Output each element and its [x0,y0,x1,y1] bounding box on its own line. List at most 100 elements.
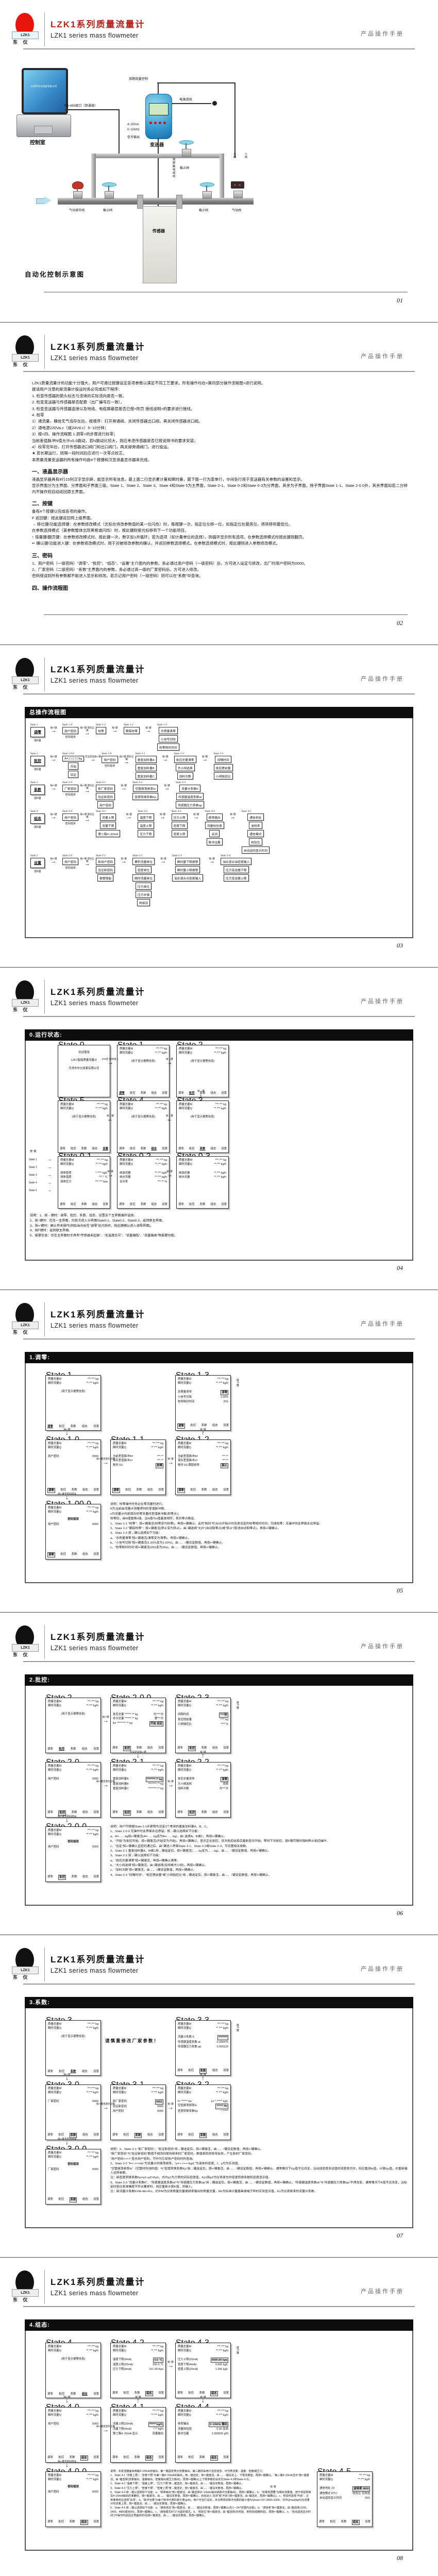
param-value: *.***** [221,2109,228,2113]
password-error-label: 密码错误 [65,793,76,796]
menu-item-设置: 设置 [158,1746,164,1750]
lcd-top-row: 质量总量M***.*** kg [177,1377,229,1381]
lcd-top-value: ***.*** kg [87,1506,98,1510]
param-value: ρ= *.***** kg/L [211,2099,228,2103]
lcd-param-row: 第二路4~20mA 显示流量输出 [112,2432,164,2436]
flow-box: 厂家密码 [62,785,79,792]
menu-item-批控: 批控 [123,2391,129,2395]
param-value: ***.** [157,1459,163,1463]
lcd-top-label: 瞬时流量Q [178,2027,191,2030]
fkey-label: 按F键 [34,826,41,829]
notes-block: 说明：用户可根据State 2-1步骤预先设定3个常用的重复加料量A、B、C。1… [110,1825,409,1878]
lcd-top-label: 质量总量M [48,1829,62,1832]
main-pipe [58,198,254,205]
lcd-param-row: 流量上限(20mA)****** kg/h [112,2421,164,2428]
arrow-icon: → [167,2362,174,2369]
arrow-label: 按↵键且密码正确 [96,2425,115,2428]
section-title: 三、密码 [32,553,53,559]
flow-arrow: 按↑键→ [159,2361,182,2369]
menu-item-设置: 设置 [221,1147,227,1150]
lcd-top-value: ***.*** kg [156,1103,167,1106]
lcd-menu: 调零批控系数组态设置 [119,1147,167,1151]
param-value: 波特率 9600 [352,2486,370,2492]
arrow-right-icon: → [121,858,127,865]
logo-subtext: 东 仪 [13,2297,30,2302]
flow-arrow: 按↵键且密码错误↓ [56,1493,78,1500]
logo-subtext: 东 仪 [13,362,30,367]
menu-item-组态: 组态 [82,2133,88,2137]
param-value: ********.** kg [145,1776,163,1783]
arrow-label: 按↑键 [200,2073,206,2076]
menu-item-调零: 调零 [47,2070,53,2073]
lcd-top-value: **.*** kg/h [86,2478,98,2482]
lcd-top-label: 瞬时流量Q [48,2156,61,2159]
section-body-line: 密码错误则所有参数都不能进入显示和修改。若忘记用户密码（一级密码）则可以在“系数… [32,573,203,579]
lcd-param-row: 间隔时间****秒 [177,1712,229,1718]
menu-item-组态: 组态 [147,2133,153,2137]
param-label: 压力下限(4mA) [113,2367,132,2371]
arrow-icon: → [103,1717,109,1724]
flow-box: 两相流 [137,899,150,906]
param-label: 液体密度 [60,1171,72,1175]
arrow-label: 按↵键 [50,755,57,758]
notes-block: 说明：1、按→键时：调零、批控、系数、组态、设置五个主界面循环选择。2、按↑键时… [30,1214,408,1239]
note-line: “用户密码××××”显示用户密码，可作为忘却用户密码时的查询。 [110,2157,195,2161]
arrow-icon: → [103,2426,109,2434]
section-bar: 3.系数: [25,1997,413,2008]
arrow-icon: → [167,1459,174,1466]
param-label: 温度上限(20mA) [113,2363,133,2367]
lcd-top-label: 质量总量M [113,1765,127,1768]
lcd-top-value: **.*** kg/h [155,1163,167,1166]
signal-out-label: 信号输出 [127,136,140,139]
param-label: 用户密码 [48,1845,59,1849]
lcd-top-label: 质量总量M [179,1159,193,1162]
connector-line [157,82,234,83]
lcd-top-row: 质量总量M***.*** kg [178,1158,227,1162]
lcd-top-label: 质量总量M [113,2345,127,2348]
lcd-top-label: 质量总量M [178,2410,192,2413]
lcd-param-row: 保存差值脉冲n=***.** [112,1459,164,1463]
menu-item-设置: 设置 [162,1091,167,1095]
flow-box: 压力变送器上限 [223,874,249,882]
flow-arrow: 按↵键且密码错误↓ [56,1815,78,1823]
menu-item-调零: 调零 [177,1423,185,1429]
param-value: 1.200 kg/L [215,2367,228,2371]
lcd-top-row: 瞬时流量Q**.*** kg/h [47,2349,99,2353]
menu-item-系数: 系数 [71,1810,77,1814]
menu-item-批控: 批控 [123,2133,129,2137]
lcd-menu: 调零批控系数组态设置 [60,1202,108,1207]
lcd-top-value: **.*** kg/h [216,1446,228,1450]
lcd-top-row: 质量总量M***.*** kg [47,2022,99,2026]
lcd-top-label: 质量总量M [113,1442,127,1445]
lcd-top-row: 质量总量M***.*** kg [47,1764,99,1768]
intro-line: LZK1质量流量计的功能十分强大，用户可通过按键设定各项参数以满足不同工艺要求。… [32,381,265,385]
arrow-right-icon: → [162,756,169,763]
flow-arrow: 按↵键且密码正确→ [94,1780,117,1788]
rail-state-label: State 2 [29,1166,37,1169]
menu-item-系数: 系数 [140,1091,146,1095]
lcd-menu: 调零批控系数组态设置 [47,1425,99,1429]
flow-box: 用户密码 [97,801,114,808]
menu-item-批控: 批控 [188,2133,194,2137]
note-line: 3、按↵键时：确认有关操作(例如当光标在“调零”处闪烁时，按此键确认进入调零界面… [30,1224,154,1228]
lcd-top-label: 瞬时流量Q [48,2027,61,2030]
menu-item-调零: 调零 [47,1747,53,1751]
lcd-top-label: 质量总量M [48,2087,62,2090]
flow-arrow: 按↵键且密码正确→ [94,2103,117,2110]
page-number: 06 [397,1909,403,1917]
state-label: State 4 [30,810,38,813]
note-line: 1、State 1-1 “校零”：按↵键激活(校零变为校零)，再按↵键确认。此时… [110,1522,323,1526]
menu-item-调零: 调零 [178,1147,184,1150]
menu-item-调零: 调零 [47,1810,53,1814]
menu-item-系数: 系数 [199,1147,206,1150]
